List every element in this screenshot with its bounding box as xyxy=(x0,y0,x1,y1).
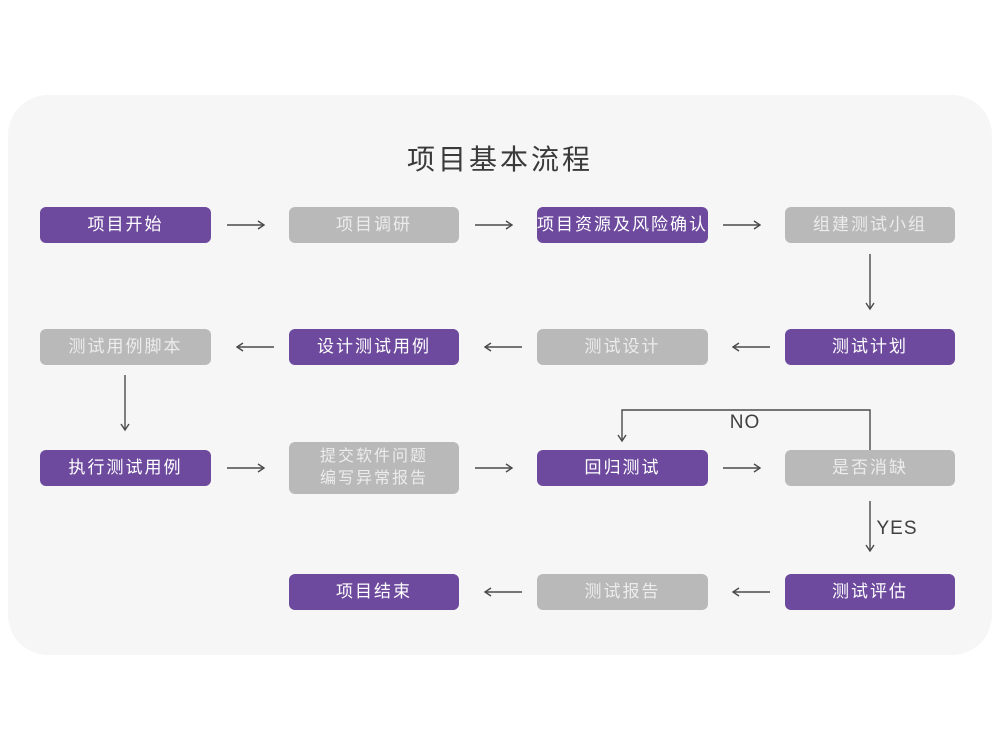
node-resource-risk-confirm: 项目资源及风险确认 xyxy=(537,207,708,243)
node-project-start: 项目开始 xyxy=(40,207,211,243)
node-test-plan: 测试计划 xyxy=(785,329,955,365)
node-test-report: 测试报告 xyxy=(537,574,708,610)
node-design-test-cases: 设计测试用例 xyxy=(289,329,459,365)
node-build-test-team: 组建测试小组 xyxy=(785,207,955,243)
no-branch-label: NO xyxy=(729,412,761,433)
node-test-evaluation: 测试评估 xyxy=(785,574,955,610)
yes-branch-label: YES xyxy=(876,518,918,539)
page-title: 项目基本流程 xyxy=(406,144,593,175)
node-project-end: 项目结束 xyxy=(289,574,459,610)
flowchart-card xyxy=(8,95,992,655)
node-regression-test: 回归测试 xyxy=(537,450,708,486)
node-test-case-script: 测试用例脚本 xyxy=(40,329,211,365)
node-submit-issues-report: 提交软件问题 编写异常报告 xyxy=(289,442,459,494)
node-project-research: 项目调研 xyxy=(289,207,459,243)
node-test-design: 测试设计 xyxy=(537,329,708,365)
node-defect-resolved: 是否消缺 xyxy=(785,450,955,486)
node-execute-test-cases: 执行测试用例 xyxy=(40,450,211,486)
